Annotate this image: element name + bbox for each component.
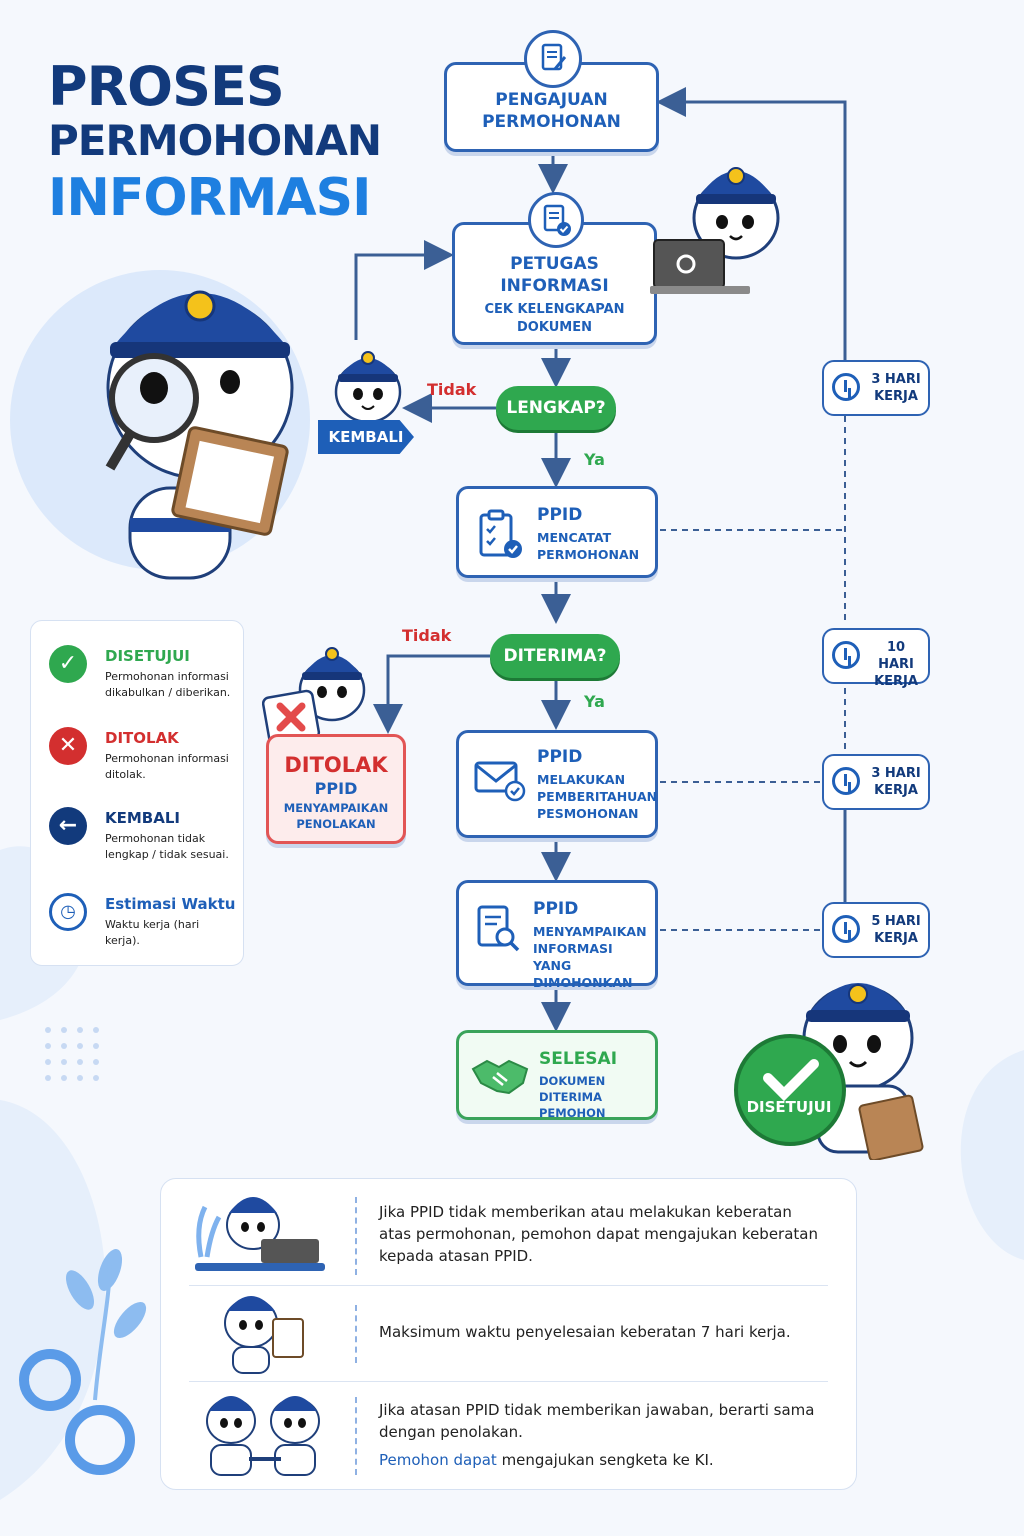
legend-title: DITOLAK — [105, 729, 179, 747]
selesai-title: SELESAI — [539, 1049, 618, 1069]
decision-diterima: DITERIMA? — [490, 634, 620, 678]
step-ppid-mencatat-title: PPID — [537, 505, 583, 525]
gear-icon — [19, 1349, 135, 1475]
document-search-icon — [477, 905, 520, 952]
decision-lengkap: LENGKAP? — [496, 386, 616, 430]
robot-kembali — [318, 336, 418, 456]
step-ppid-menyampaikan-subtitle: MENYAMPAIKAN INFORMASI YANG DIMOHONKAN — [533, 924, 647, 990]
notes-panel: Jika PPID tidak memberikan atau melakuka… — [160, 1178, 857, 1490]
clock-icon: ◷ — [49, 893, 87, 931]
document-edit-icon — [524, 30, 582, 88]
note-2: Maksimum waktu penyelesaian keberatan 7 … — [379, 1323, 791, 1341]
legend-title: Estimasi Waktu — [105, 895, 236, 913]
envelope-check-icon — [474, 761, 526, 802]
step-selesai: SELESAI DOKUMEN DITERIMA PEMOHON — [456, 1030, 658, 1120]
note-3b-highlight: Pemohon dapat — [379, 1451, 497, 1469]
ditolak-sub2: MENYAMPAIKAN PENOLAKAN — [283, 801, 389, 831]
clock-icon — [832, 373, 860, 401]
step-pengajuan-title: PENGAJUAN PERMOHONAN — [482, 90, 621, 132]
legend-panel: ✓ DISETUJUI Permohonan informasi dikabul… — [30, 620, 244, 966]
label-ya-2: Ya — [584, 692, 605, 711]
document-check-icon — [528, 192, 584, 248]
cross-icon: ✕ — [49, 727, 87, 765]
robot-laptop-small — [195, 1197, 325, 1271]
title-line-1: PROSES — [48, 55, 285, 118]
label-ya-1: Ya — [584, 450, 605, 469]
step-ppid-pemberitahuan-title: PPID — [537, 747, 583, 767]
title-line-3: INFORMASI — [48, 168, 371, 228]
step-petugas-title: PETUGAS INFORMASI — [500, 254, 609, 296]
step-ppid-menyampaikan: PPID MENYAMPAIKAN INFORMASI YANG DIMOHON… — [456, 880, 658, 990]
legend-desc: Permohonan informasi ditolak. — [105, 752, 229, 781]
label-tidak-1: Tidak — [427, 380, 477, 399]
legend-title: KEMBALI — [105, 809, 180, 827]
note-1: Jika PPID tidak memberikan atau melakuka… — [379, 1203, 818, 1265]
step-ppid-menyampaikan-title: PPID — [533, 899, 579, 919]
selesai-subtitle: DOKUMEN DITERIMA PEMOHON — [539, 1074, 606, 1120]
label-tidak-2: Tidak — [402, 626, 452, 645]
kembali-tag: KEMBALI — [318, 420, 414, 454]
step-petugas-subtitle: CEK KELENGKAPAN DOKUMEN — [484, 302, 625, 335]
note-3b: Pemohon dapat mengajukan sengketa ke KI. — [379, 1449, 819, 1471]
disetujui-badge: DISETUJUI — [746, 1098, 832, 1116]
legend-title: DISETUJUI — [105, 647, 190, 665]
robot-laptop — [650, 148, 790, 298]
robot-clipboard-small — [224, 1296, 304, 1374]
clipboard-check-icon — [479, 509, 522, 558]
robot-disetujui — [728, 970, 938, 1162]
legend-desc: Permohonan tidak lengkap / tidak sesuai. — [105, 832, 229, 861]
step-ppid-pemberitahuan: PPID MELAKUKAN PEMBERITAHUAN PESMOHONAN — [456, 730, 658, 838]
handshake-icon — [471, 1059, 529, 1095]
robot-ditolak — [261, 628, 382, 748]
note-3b-rest: mengajukan sengketa ke KI. — [496, 1451, 714, 1469]
ditolak-title: DITOLAK — [284, 753, 388, 777]
step-ppid-mencatat: PPID MENCATAT PERMOHONAN — [456, 486, 658, 578]
ditolak-sub1: PPID — [314, 779, 358, 798]
clock-icon — [832, 641, 860, 669]
arrow-left-icon: ← — [49, 807, 87, 845]
step-ditolak: DITOLAK PPID MENYAMPAIKAN PENOLAKAN — [266, 734, 406, 844]
step-ppid-mencatat-subtitle: MENCATAT PERMOHONAN — [537, 530, 640, 562]
legend-desc: Permohonan informasi dikabulkan / diberi… — [105, 670, 231, 699]
robot-magnifier — [70, 258, 300, 598]
legend-desc: Waktu kerja (hari kerja). — [105, 918, 200, 947]
clock-icon — [832, 767, 860, 795]
title-line-2: PERMOHONAN — [48, 116, 382, 165]
robots-handshake-small — [206, 1396, 320, 1476]
note-3a: Jika atasan PPID tidak memberikan jawaba… — [379, 1401, 815, 1441]
clock-icon — [832, 915, 860, 943]
check-icon: ✓ — [49, 645, 87, 683]
step-ppid-pemberitahuan-subtitle: MELAKUKAN PEMBERITAHUAN PESMOHONAN — [537, 772, 658, 821]
